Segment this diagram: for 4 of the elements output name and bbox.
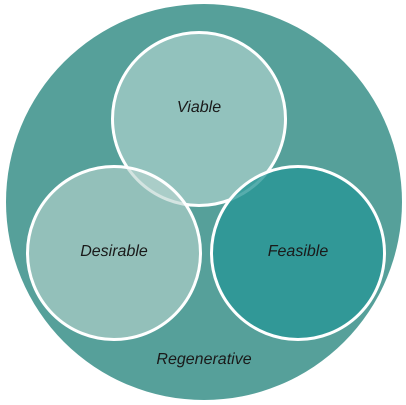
circle-label: Desirable xyxy=(80,242,148,262)
circle-label: Feasible xyxy=(268,242,328,262)
circle-label: Regenerative xyxy=(156,350,252,370)
circle-label: Viable xyxy=(176,98,222,118)
